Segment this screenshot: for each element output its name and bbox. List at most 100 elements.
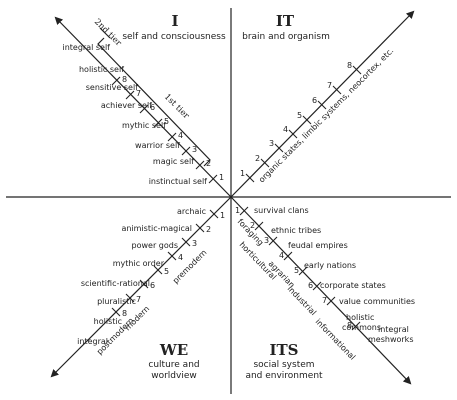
upper-left-level-label: integral self: [62, 43, 110, 52]
upper-left-tick: [125, 90, 135, 100]
lower-left-level-label: power gods: [132, 241, 179, 250]
lower-right-level-label-line-2: meshworks: [368, 335, 413, 344]
lower-right-tick: [268, 236, 278, 246]
upper-left-level-number: 3: [192, 145, 197, 154]
upper-left-level-number: 1: [219, 173, 224, 182]
lower-left-diagonal-arrow: [50, 196, 232, 378]
upper-left-level-number: 6: [150, 103, 155, 112]
lower-right-level-number: 1: [235, 206, 240, 215]
upper-left-tick: [195, 160, 205, 170]
upper-left-tick: [167, 132, 177, 142]
upper-right-tick: [260, 158, 270, 168]
lower-right-level-number: 2: [250, 221, 255, 230]
lower-right-level-number: 6: [308, 281, 313, 290]
upper-right-tick: [332, 85, 342, 95]
upper-right-level-number: 6: [312, 96, 317, 105]
upper-left-level-number: 8: [122, 75, 127, 84]
upper-left-level-label: holistic self: [79, 65, 124, 74]
lower-right-level-label: value communities: [339, 297, 415, 306]
lower-left-level-number: 2: [206, 225, 211, 234]
lower-left-tick: [181, 237, 191, 247]
lower-right-level-number: 4: [279, 251, 284, 260]
lower-right-level-number: 5: [294, 266, 299, 275]
upper-left-level-label: mythic self: [122, 121, 166, 130]
lower-right-level-label: corporate states: [320, 281, 386, 290]
lower-right-level-label: ethnic tribes: [271, 226, 321, 235]
lower-left-level-number: 1: [220, 211, 225, 220]
upper-right-tick: [245, 173, 255, 183]
lower-left-level-label: mythic order: [113, 259, 165, 268]
quadrant-subtitle-i: self and consciousness: [122, 32, 226, 42]
lower-left-level-label: scientific-rational: [81, 279, 150, 288]
upper-right-level-number: 4: [283, 125, 288, 134]
lower-right-level-number: 8: [347, 321, 352, 330]
lower-right-level-label-line-2: commons: [342, 323, 381, 332]
upper-left-level-label: achiever self: [101, 101, 152, 110]
lower-right-tick: [283, 251, 293, 261]
upper-right-level-number: 5: [297, 111, 302, 120]
lower-left-tick: [153, 265, 163, 275]
lower-right-tick: [239, 206, 249, 216]
upper-left-diagonal-arrow: [54, 16, 232, 198]
lower-left-level-label: holistic: [94, 317, 122, 326]
quadrant-subtitle-its-line-1: social system: [253, 360, 314, 370]
quadrant-title-its: ITS: [269, 341, 298, 359]
upper-left-level-number: 7: [136, 89, 141, 98]
upper-left-level-number: 4: [178, 131, 183, 140]
upper-left-level-number: 5: [164, 117, 169, 126]
lower-right-tick: [326, 296, 336, 306]
lower-right-level-label: holistic: [346, 313, 374, 322]
lower-right-level-label: survival clans: [254, 206, 309, 215]
upper-left-level-label: instinctual self: [149, 177, 207, 186]
upper-right-tick: [274, 143, 284, 153]
upper-right-tick: [288, 129, 298, 139]
lower-right-diagonal-arrow: [230, 196, 412, 385]
upper-right-level-number: 7: [327, 81, 332, 90]
upper-right-level-number: 1: [240, 169, 245, 178]
lower-left-tick: [111, 307, 121, 317]
lower-left-tick: [139, 279, 149, 289]
lower-right-level-number: 3: [264, 236, 269, 245]
upper-left-level-number: 2: [206, 159, 211, 168]
lower-left-level-number: 5: [164, 267, 169, 276]
upper-right-tick: [317, 100, 327, 110]
lower-left-level-number: 6: [150, 281, 155, 290]
lower-left-level-label: integral: [77, 337, 108, 346]
upper-left-tick: [139, 104, 149, 114]
lower-left-level-number: 4: [178, 253, 183, 262]
lower-left-level-number: 3: [192, 239, 197, 248]
lower-right-tick: [351, 321, 361, 331]
quadrant-subtitle-we-line-1: culture and: [148, 360, 199, 370]
quadrant-subtitle-its-line-2: and environment: [245, 371, 323, 381]
second-tier-bracket: [99, 27, 111, 39]
lower-left-level-label: archaic: [177, 207, 206, 216]
upper-right-level-number: 8: [347, 61, 352, 70]
lower-left-level-number: 8: [122, 309, 127, 318]
lower-right-tick: [298, 266, 308, 276]
upper-right-level-number: 2: [255, 154, 260, 163]
lower-right-tick: [312, 281, 322, 291]
lower-left-tick: [125, 293, 135, 303]
lower-right-level-label: feudal empires: [288, 241, 348, 250]
lower-left-tick: [209, 209, 219, 219]
quadrant-title-it: IT: [276, 12, 295, 30]
lower-left-level-label: pluralistic: [97, 297, 136, 306]
quadrant-title-we: WE: [159, 341, 188, 359]
upper-left-tick: [181, 146, 191, 156]
first-tier-bracket: [97, 37, 211, 167]
quadrant-subtitle-we-line-2: worldview: [151, 371, 197, 381]
lower-left-tick: [167, 251, 177, 261]
lower-left-tick: [195, 223, 205, 233]
lower-left-level-label: animistic-magical: [121, 224, 192, 233]
quadrant-subtitle-it: brain and organism: [242, 32, 330, 42]
era-label-premodern: premodern: [171, 248, 208, 285]
upper-right-tick: [302, 115, 312, 125]
upper-left-tick: [208, 174, 218, 184]
quadrant-title-i: I: [171, 12, 178, 30]
upper-left-level-label: magic self: [153, 157, 194, 166]
lower-right-level-label: early nations: [304, 261, 356, 270]
upper-left-level-label: sensitive self: [86, 83, 138, 92]
upper-left-tick: [111, 76, 121, 86]
